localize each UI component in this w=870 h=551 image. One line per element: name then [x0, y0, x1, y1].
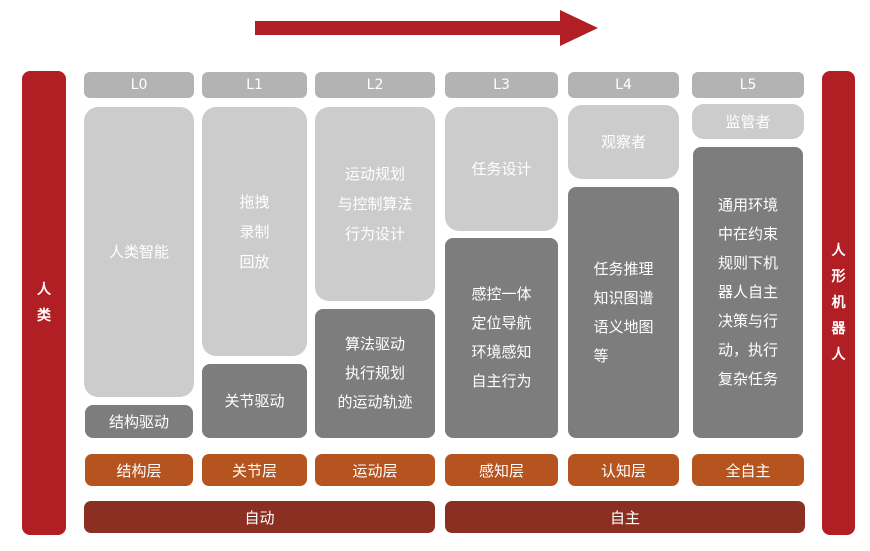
l3-lower-box: 感控一体 定位导航 环境感知 自主行为 — [445, 238, 558, 438]
box-text: 通用环境 — [717, 196, 778, 214]
level-label: L4 — [615, 77, 632, 93]
robot-label-char: 机 — [831, 295, 846, 311]
band-text: 自主 — [609, 508, 640, 527]
level-label: L1 — [246, 77, 263, 93]
layer-label-cognition: 认知层 — [568, 454, 679, 486]
box-text: 自主行为 — [471, 372, 532, 390]
band-text: 自动 — [244, 508, 275, 527]
box-text: 规则下机 — [717, 254, 778, 272]
box-text: 回放 — [239, 252, 270, 271]
box-text: 运动规划 — [344, 165, 405, 183]
robot-label-char: 人 — [831, 347, 846, 363]
l1-lower-box: 关节驱动 — [202, 364, 307, 438]
box-text: 感控一体 — [471, 285, 532, 303]
level-label: L5 — [739, 77, 757, 93]
l3-upper-box: 任务设计 — [445, 107, 558, 231]
box-text: 等 — [593, 346, 609, 365]
box-text: 算法驱动 — [344, 335, 405, 353]
box-text: 知识图谱 — [593, 288, 654, 307]
layer-text: 认知层 — [600, 461, 646, 480]
progress-arrow-icon — [255, 10, 598, 46]
level-tab-l0: L0 — [84, 72, 194, 98]
band-autonomous: 自主 — [445, 501, 805, 533]
box-text: 中在约束 — [717, 225, 778, 243]
box-text: 关节驱动 — [224, 392, 285, 410]
robot-label-char: 器 — [831, 321, 846, 337]
level-label: L0 — [130, 77, 148, 93]
human-label-char: 类 — [37, 308, 51, 324]
level-tab-l5: L5 — [692, 72, 804, 98]
level-tab-l2: L2 — [315, 72, 435, 98]
box-text: 器人自主 — [717, 283, 778, 301]
box-text: 决策与行 — [717, 312, 778, 330]
box-text: 人类智能 — [108, 243, 169, 261]
layer-label-full-autonomy: 全自主 — [692, 454, 804, 486]
box-text: 任务设计 — [471, 160, 532, 178]
box-text: 的运动轨迹 — [337, 393, 413, 411]
box-text: 与控制算法 — [337, 195, 413, 213]
box-text: 环境感知 — [471, 343, 532, 361]
box-text: 拖拽 — [239, 192, 270, 211]
level-tab-l1: L1 — [202, 72, 307, 98]
robot-label-char: 形 — [831, 269, 846, 285]
box-text: 动，执行 — [717, 341, 778, 359]
human-side-bar: 人 类 — [22, 71, 66, 535]
humanoid-robot-side-bar: 人 形 机 器 人 — [822, 71, 855, 535]
layer-text: 结构层 — [116, 461, 162, 480]
layer-text: 运动层 — [352, 461, 398, 480]
human-label-char: 人 — [37, 282, 51, 298]
box-text: 监管者 — [725, 112, 771, 131]
layer-label-structure: 结构层 — [85, 454, 193, 486]
layer-text: 全自主 — [725, 461, 771, 480]
level-label: L3 — [493, 77, 510, 93]
level-tab-l4: L4 — [568, 72, 679, 98]
level-tab-l3: L3 — [445, 72, 558, 98]
box-text: 结构驱动 — [108, 412, 169, 431]
box-text: 定位导航 — [471, 314, 532, 332]
box-text: 执行规划 — [344, 364, 405, 382]
l5-upper-box: 监管者 — [692, 104, 804, 139]
layer-label-motion: 运动层 — [315, 454, 435, 486]
box-text: 行为设计 — [344, 225, 405, 243]
l4-lower-box: 任务推理 知识图谱 语义地图 等 — [568, 187, 679, 438]
robot-label-char: 人 — [831, 243, 846, 259]
box-text: 录制 — [239, 222, 270, 241]
layer-text: 关节层 — [231, 461, 277, 480]
l1-upper-box: 拖拽 录制 回放 — [202, 107, 307, 356]
layer-label-joint: 关节层 — [202, 454, 307, 486]
l2-upper-box: 运动规划 与控制算法 行为设计 — [315, 107, 435, 301]
level-label: L2 — [366, 77, 384, 93]
box-text: 复杂任务 — [717, 370, 778, 388]
layer-label-perception: 感知层 — [445, 454, 558, 486]
l2-lower-box: 算法驱动 执行规划 的运动轨迹 — [315, 309, 435, 438]
box-text: 语义地图 — [593, 317, 654, 336]
l5-lower-box: 通用环境 中在约束 规则下机 器人自主 决策与行 动，执行 复杂任务 — [693, 147, 803, 438]
band-automatic: 自动 — [84, 501, 435, 533]
l0-upper-box: 人类智能 — [84, 107, 194, 397]
box-text: 观察者 — [600, 133, 646, 151]
l4-upper-box: 观察者 — [568, 105, 679, 179]
layer-text: 感知层 — [478, 461, 524, 480]
box-text: 任务推理 — [593, 259, 654, 278]
l0-lower-box: 结构驱动 — [85, 405, 193, 438]
